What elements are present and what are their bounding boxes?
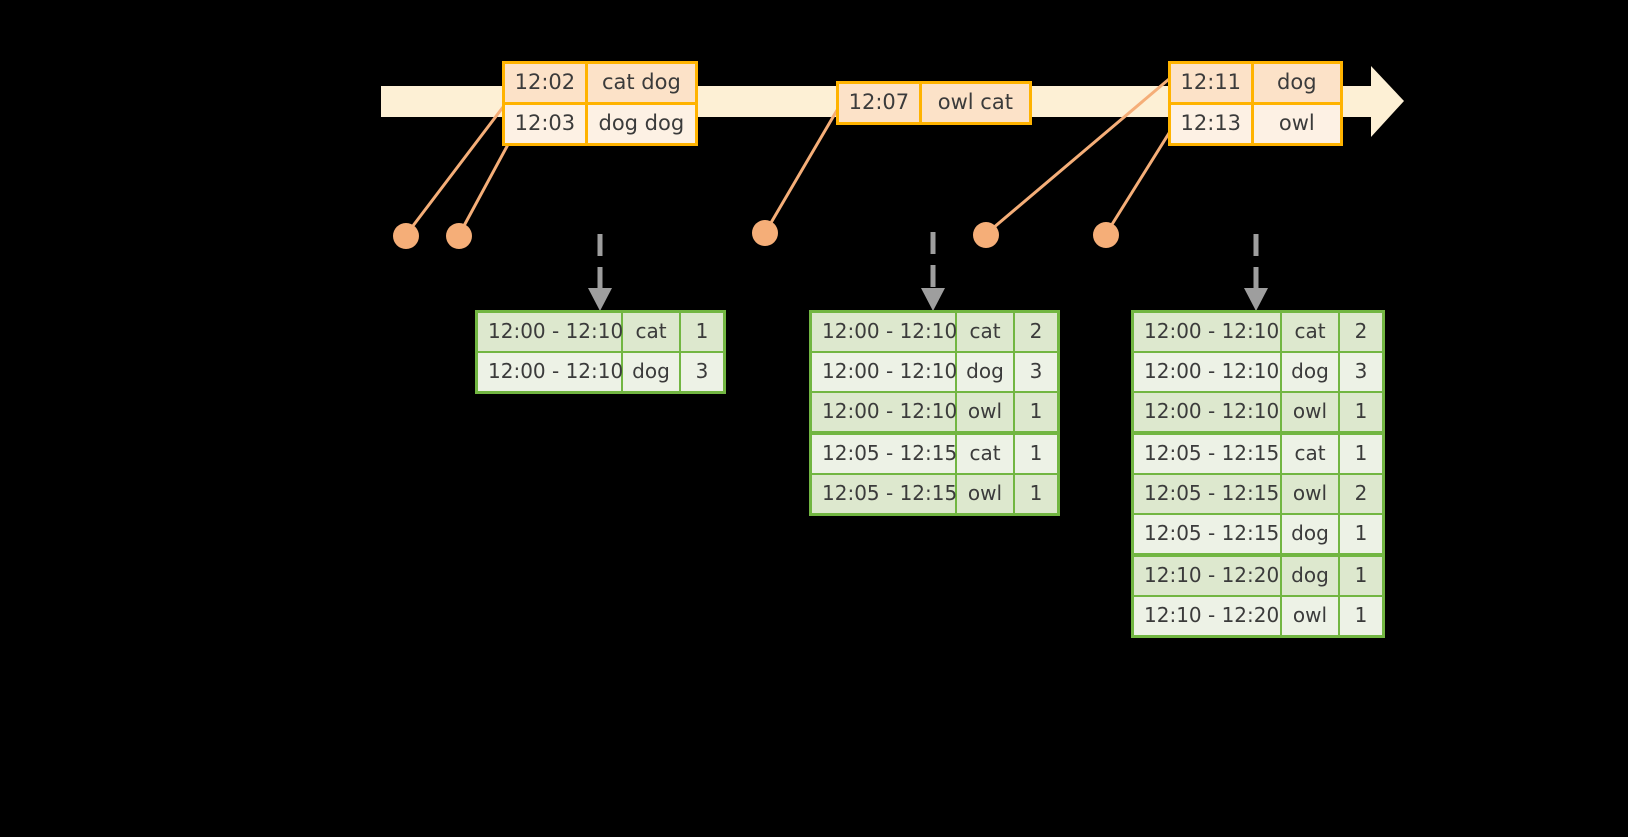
event-time: 12:02 (505, 64, 588, 102)
cell-key: dog (1282, 557, 1340, 595)
cell-window: 12:00 - 12:10 (1134, 393, 1282, 431)
result-arrow-2 (921, 232, 945, 311)
cell-key: dog (1282, 353, 1340, 391)
cell-count: 3 (1029, 359, 1043, 383)
event-box-3[interactable]: 12:11 dog 12:13 owl (1168, 61, 1343, 146)
event-words: cat dog (601, 70, 681, 94)
cell-count: 1 (1029, 481, 1043, 505)
cell-window: 12:05 - 12:15 (812, 475, 957, 513)
result-table-3[interactable]: 12:00 - 12:10 cat 2 12:00 - 12:10 dog 3 … (1131, 310, 1385, 638)
cell-count: 2 (1354, 481, 1368, 505)
cell-window: 12:00 - 12:10 (812, 393, 957, 431)
event-row: 12:13 owl (1171, 102, 1340, 143)
event-row: 12:03 dog dog (505, 102, 695, 143)
cell-key: owl (1282, 597, 1340, 635)
cell-window: 12:00 - 12:10 (812, 353, 957, 391)
cell-window: 12:05 - 12:15 (1134, 515, 1282, 553)
cell-key: cat (957, 435, 1015, 473)
table-row: 12:05 - 12:15 cat 1 (812, 435, 1057, 475)
cell-window: 12:05 - 12:15 (812, 435, 957, 473)
cell-count: 1 (1354, 603, 1368, 627)
event-time: 12:07 (839, 84, 922, 122)
result-arrow-1 (588, 234, 612, 311)
event-row: 12:02 cat dog (505, 64, 695, 102)
cell-key: owl (1282, 475, 1340, 513)
connector-line-5 (1104, 120, 1178, 236)
event-time: 12:11 (1171, 64, 1254, 102)
cell-window: 12:00 - 12:10 (1134, 353, 1282, 391)
table-row: 12:05 - 12:15 owl 1 (812, 475, 1057, 513)
cell-count: 1 (1354, 521, 1368, 545)
cell-key: dog (1282, 515, 1340, 553)
cell-window: 12:00 - 12:10 (478, 313, 623, 351)
event-dot-4 (973, 222, 999, 248)
cell-count: 1 (1029, 441, 1043, 465)
event-words: owl (1278, 111, 1315, 135)
cell-count: 3 (1354, 359, 1368, 383)
cell-key: dog (623, 353, 681, 391)
table-row: 12:00 - 12:10 cat 2 (812, 313, 1057, 353)
table-row: 12:00 - 12:10 dog 3 (1134, 353, 1382, 393)
result-table-2[interactable]: 12:00 - 12:10 cat 2 12:00 - 12:10 dog 3 … (809, 310, 1060, 516)
cell-count: 1 (695, 319, 709, 343)
cell-key: owl (957, 475, 1015, 513)
table-row: 12:10 - 12:20 owl 1 (1134, 597, 1382, 635)
table-row: 12:10 - 12:20 dog 1 (1134, 557, 1382, 597)
cell-count: 2 (1354, 319, 1368, 343)
event-words: dog (1277, 70, 1317, 94)
cell-key: cat (1282, 435, 1340, 473)
event-box-2[interactable]: 12:07 owl cat (836, 81, 1032, 125)
event-dot-2 (446, 223, 472, 249)
cell-window: 12:10 - 12:20 (1134, 557, 1282, 595)
cell-window: 12:10 - 12:20 (1134, 597, 1282, 635)
event-dot-3 (752, 220, 778, 246)
table-row: 12:05 - 12:15 owl 2 (1134, 475, 1382, 515)
connector-line-3 (763, 98, 845, 235)
table-row: 12:00 - 12:10 owl 1 (1134, 393, 1382, 435)
result-table-1[interactable]: 12:00 - 12:10 cat 1 12:00 - 12:10 dog 3 (475, 310, 726, 394)
cell-window: 12:00 - 12:10 (812, 313, 957, 351)
table-row: 12:00 - 12:10 owl 1 (812, 393, 1057, 435)
table-row: 12:05 - 12:15 dog 1 (1134, 515, 1382, 557)
cell-window: 12:05 - 12:15 (1134, 475, 1282, 513)
result-arrows (588, 232, 1268, 311)
connector-dots (393, 220, 1119, 249)
event-row: 12:07 owl cat (839, 84, 1029, 122)
event-time: 12:13 (1171, 105, 1254, 143)
event-dot-5 (1093, 222, 1119, 248)
cell-window: 12:00 - 12:10 (478, 353, 623, 391)
cell-count: 3 (695, 359, 709, 383)
event-dot-1 (393, 223, 419, 249)
cell-key: owl (957, 393, 1015, 431)
table-row: 12:00 - 12:10 cat 2 (1134, 313, 1382, 353)
event-box-1[interactable]: 12:02 cat dog 12:03 dog dog (502, 61, 698, 146)
cell-count: 1 (1029, 399, 1043, 423)
cell-count: 1 (1354, 441, 1368, 465)
event-row: 12:11 dog (1171, 64, 1340, 102)
table-row: 12:00 - 12:10 dog 3 (812, 353, 1057, 393)
cell-key: cat (623, 313, 681, 351)
result-arrow-3 (1244, 234, 1268, 311)
event-time: 12:03 (505, 105, 588, 143)
table-row: 12:00 - 12:10 cat 1 (478, 313, 723, 353)
event-words: owl cat (937, 90, 1013, 114)
cell-window: 12:05 - 12:15 (1134, 435, 1282, 473)
cell-key: cat (957, 313, 1015, 351)
cell-count: 1 (1354, 563, 1368, 587)
cell-key: dog (957, 353, 1015, 391)
table-row: 12:05 - 12:15 cat 1 (1134, 435, 1382, 475)
cell-key: owl (1282, 393, 1340, 431)
event-words: dog dog (598, 111, 685, 135)
cell-window: 12:00 - 12:10 (1134, 313, 1282, 351)
cell-count: 2 (1029, 319, 1043, 343)
cell-key: cat (1282, 313, 1340, 351)
table-row: 12:00 - 12:10 dog 3 (478, 353, 723, 391)
cell-count: 1 (1354, 399, 1368, 423)
